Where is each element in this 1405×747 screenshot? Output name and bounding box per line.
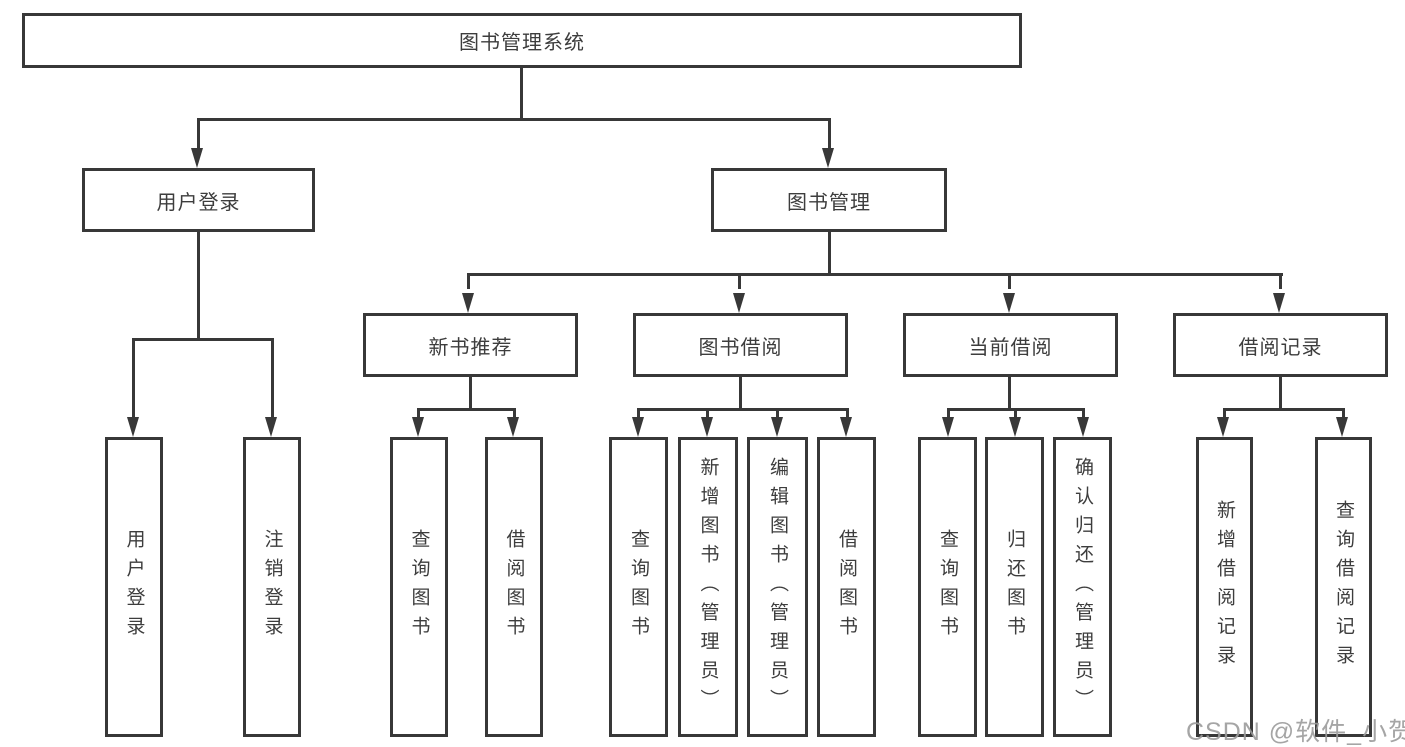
node-edit-books-admin: 编辑图书（管理员） (747, 437, 808, 737)
node-add-books-admin: 新增图书（管理员） (678, 437, 738, 737)
node-label: 当前借阅 (968, 336, 1053, 359)
connector-line (197, 232, 200, 338)
node-label: 图书管理系统 (459, 32, 585, 54)
arrowhead-down-icon (1273, 293, 1285, 313)
node-label: 查询借阅记录 (1333, 500, 1354, 674)
node-query-books-current: 查询图书 (918, 437, 977, 737)
node-label: 查询图书 (628, 529, 649, 645)
arrowhead-down-icon (942, 417, 954, 437)
connector-line (467, 273, 470, 289)
arrowhead-down-icon (840, 417, 852, 437)
connector-line (739, 377, 742, 408)
connector-line (776, 408, 779, 419)
connector-line (1082, 408, 1085, 419)
node-label: 新增图书（管理员） (697, 456, 719, 718)
node-label: 查询图书 (937, 529, 958, 645)
connector-line (828, 118, 831, 151)
connector-line (1008, 273, 1011, 289)
connector-line (197, 118, 200, 151)
node-query-books-recommend: 查询图书 (390, 437, 448, 737)
arrowhead-down-icon (127, 417, 139, 437)
connector-line (637, 408, 640, 419)
node-label: 新书推荐 (428, 336, 513, 359)
arrowhead-down-icon (632, 417, 644, 437)
arrowhead-down-icon (701, 417, 713, 437)
arrowhead-down-icon (1003, 293, 1015, 313)
connector-line (1014, 408, 1017, 419)
node-label: 图书管理 (787, 191, 871, 214)
connector-line (738, 273, 741, 289)
arrowhead-down-icon (1336, 417, 1348, 437)
node-label: 用户登录 (123, 529, 145, 645)
connector-line (520, 68, 523, 118)
node-logout: 注销登录 (243, 437, 301, 737)
connector-line (1342, 408, 1345, 419)
arrowhead-down-icon (1077, 417, 1089, 437)
node-label: 用户登录 (156, 191, 241, 214)
node-confirm-return-admin: 确认归还（管理员） (1053, 437, 1112, 737)
arrowhead-down-icon (771, 417, 783, 437)
connector-line (1223, 408, 1226, 419)
node-library-management-system: 图书管理系统 (22, 13, 1022, 68)
connector-line (1279, 273, 1282, 289)
arrowhead-down-icon (733, 293, 745, 313)
connector-line (467, 273, 1283, 276)
arrowhead-down-icon (191, 148, 203, 168)
node-label: 注销登录 (261, 529, 283, 645)
connector-line (1223, 408, 1345, 411)
node-add-borrow-record: 新增借阅记录 (1196, 437, 1253, 737)
arrowhead-down-icon (507, 417, 519, 437)
node-label: 编辑图书（管理员） (767, 456, 788, 718)
node-book-management: 图书管理 (711, 168, 947, 232)
node-borrowing-records: 借阅记录 (1173, 313, 1388, 377)
connector-line (706, 408, 709, 419)
arrowhead-down-icon (1009, 417, 1021, 437)
node-borrow-books-recommend: 借阅图书 (485, 437, 543, 737)
connector-line (828, 232, 831, 275)
connector-line (1008, 377, 1011, 408)
node-borrow-books: 借阅图书 (817, 437, 876, 737)
node-label: 图书借阅 (698, 336, 783, 359)
connector-line (271, 338, 274, 420)
arrowhead-down-icon (462, 293, 474, 313)
node-label: 查询图书 (408, 529, 430, 645)
node-return-books: 归还图书 (985, 437, 1044, 737)
arrowhead-down-icon (822, 148, 834, 168)
node-label: 借阅图书 (836, 529, 857, 645)
connector-line (1279, 377, 1282, 408)
node-label: 归还图书 (1004, 529, 1025, 645)
node-book-borrowing: 图书借阅 (633, 313, 848, 377)
node-query-borrow-record: 查询借阅记录 (1315, 437, 1372, 737)
node-current-borrowing: 当前借阅 (903, 313, 1118, 377)
node-new-book-recommend: 新书推荐 (363, 313, 578, 377)
connector-line (417, 408, 516, 411)
node-label: 借阅图书 (503, 529, 525, 645)
connector-line (417, 408, 420, 419)
node-query-books-borrow: 查询图书 (609, 437, 668, 737)
connector-line (947, 408, 950, 419)
connector-line (513, 408, 516, 419)
connector-line (469, 377, 472, 408)
node-label: 确认归还（管理员） (1072, 456, 1093, 718)
node-label: 新增借阅记录 (1214, 500, 1235, 674)
node-label: 借阅记录 (1238, 336, 1323, 359)
connector-line (132, 338, 274, 341)
arrowhead-down-icon (1217, 417, 1229, 437)
arrowhead-down-icon (412, 417, 424, 437)
node-user-login-leaf: 用户登录 (105, 437, 163, 737)
connector-line (132, 338, 135, 420)
connector-line (637, 408, 849, 411)
connector-line (197, 118, 831, 121)
node-user-login-module: 用户登录 (82, 168, 315, 232)
connector-line (846, 408, 849, 419)
arrowhead-down-icon (265, 417, 277, 437)
csdn-watermark: CSDN @软件_小贺同学 (1186, 718, 1405, 746)
